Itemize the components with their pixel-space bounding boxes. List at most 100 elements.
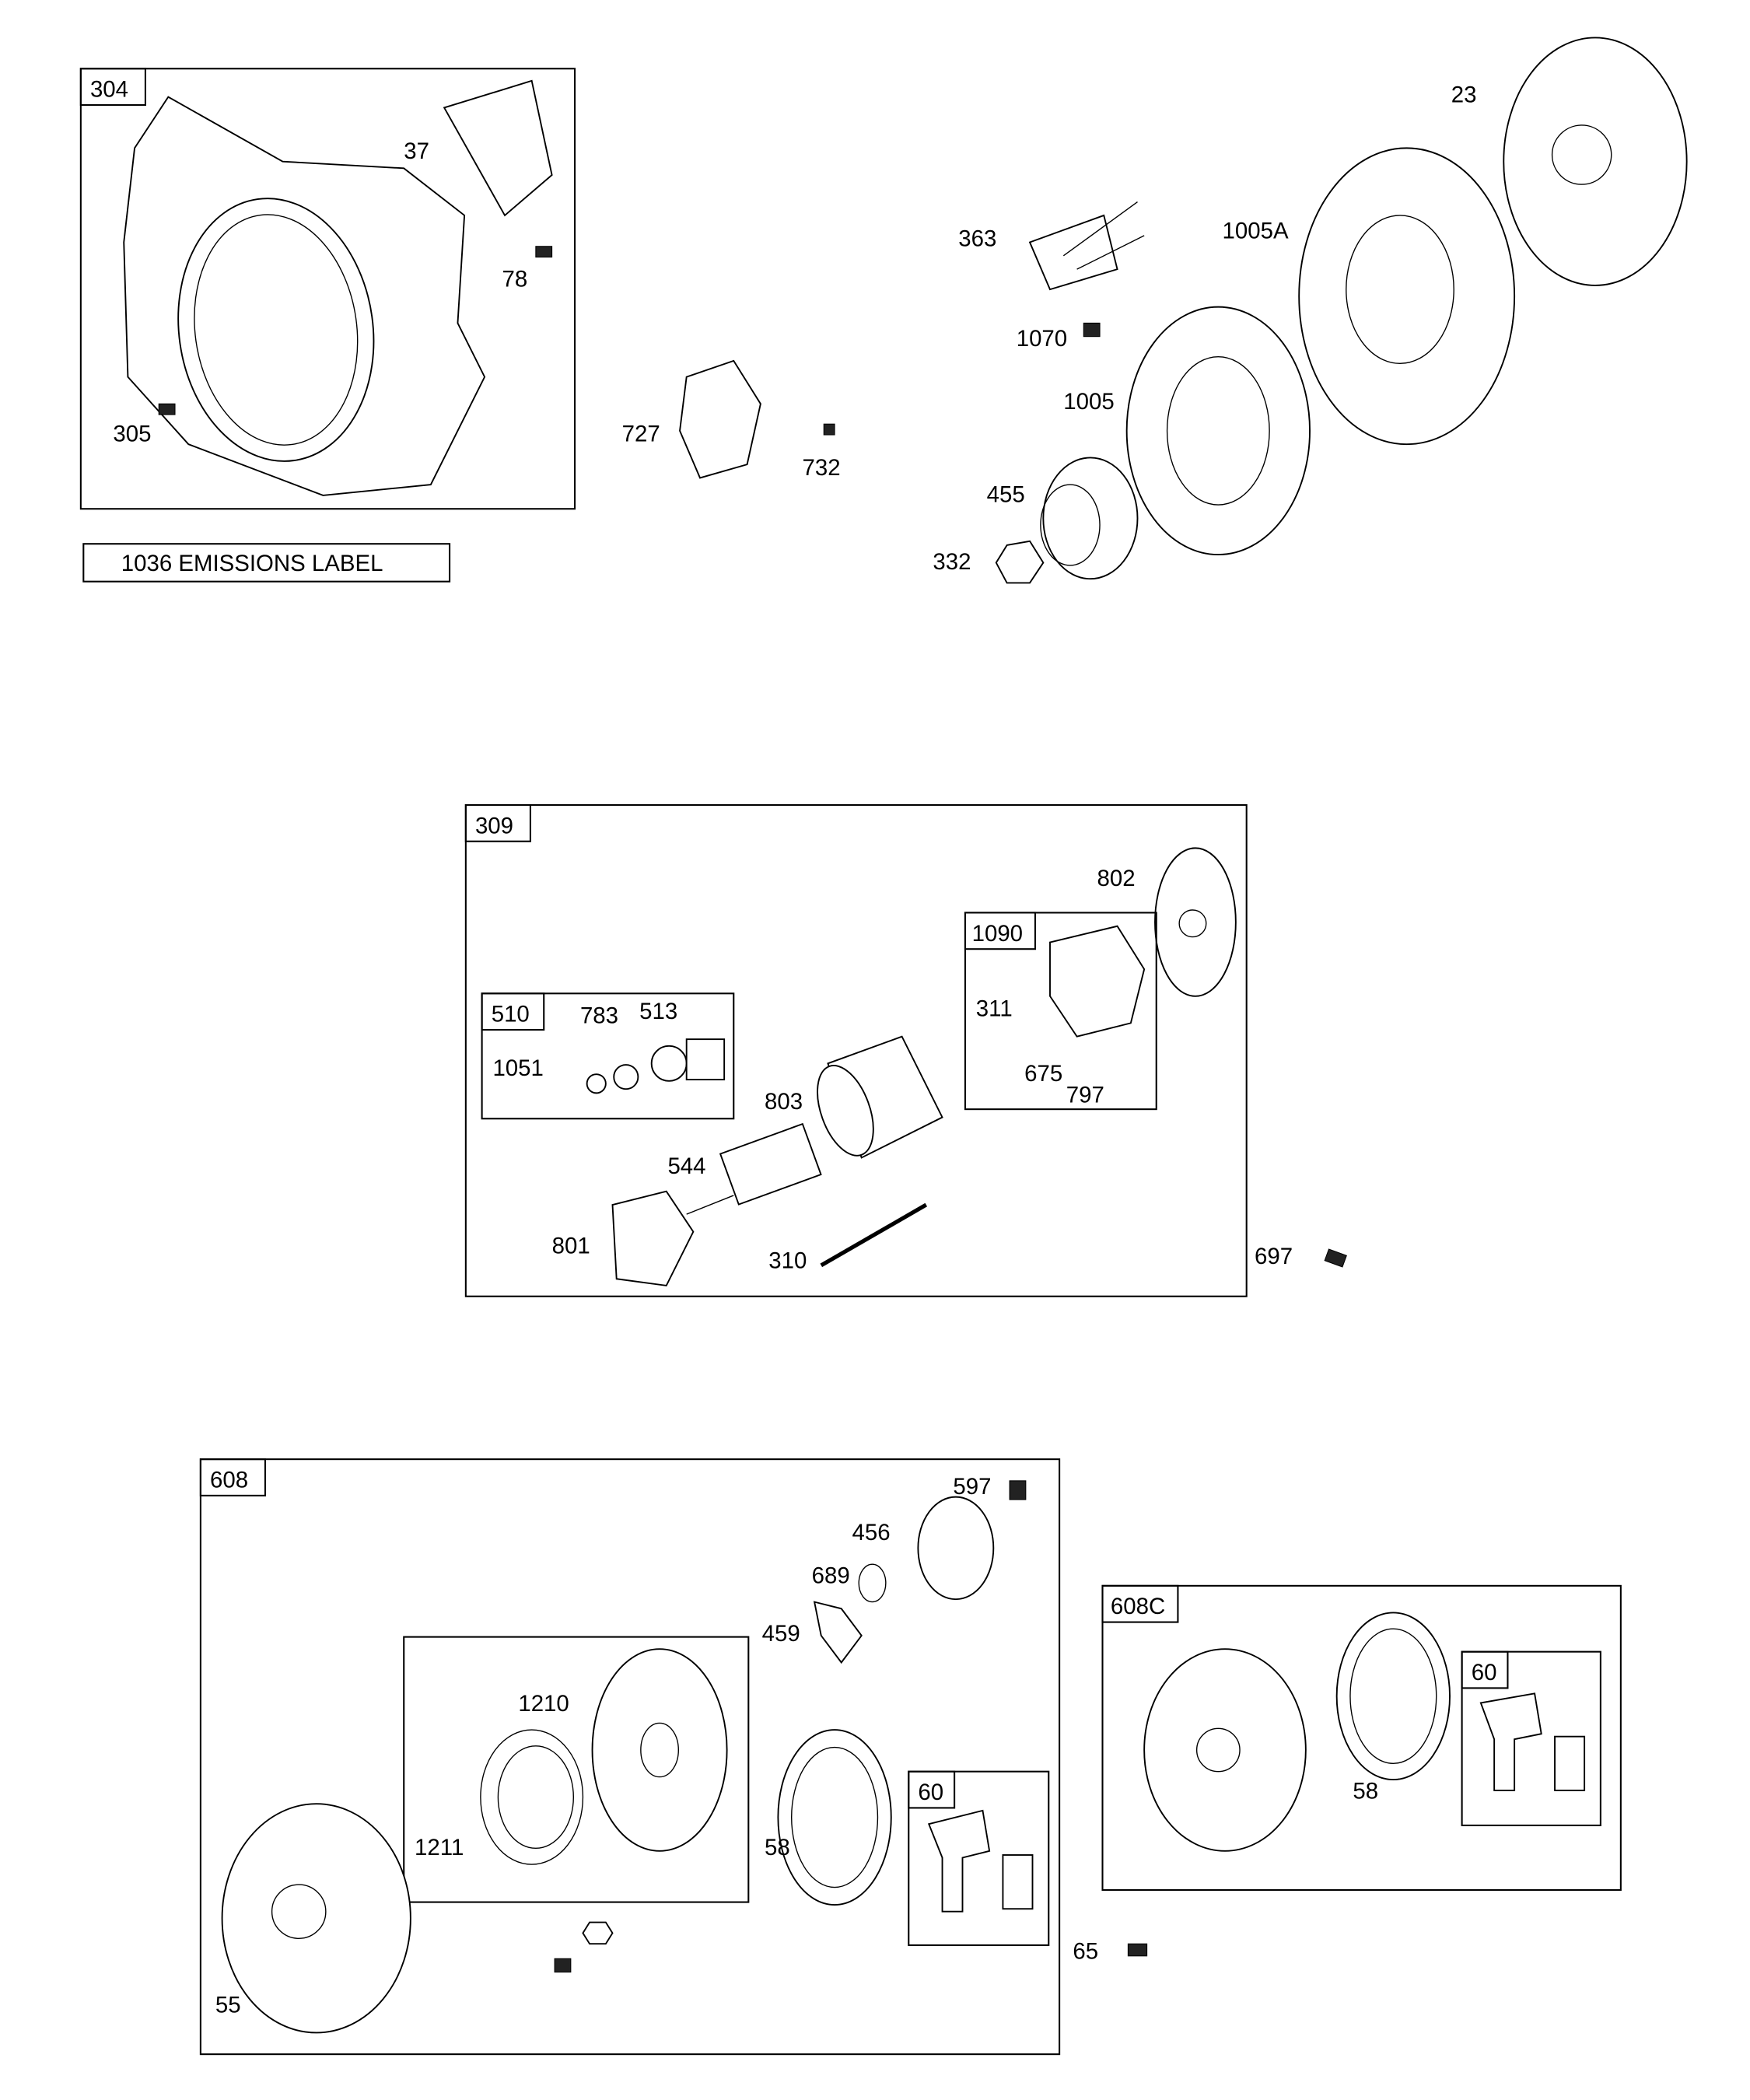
dog-459 bbox=[813, 1601, 863, 1664]
callout-310: 310 bbox=[768, 1248, 807, 1273]
starter-housing-608c bbox=[1143, 1648, 1307, 1852]
callout-675: 675 bbox=[1024, 1061, 1062, 1087]
group-608c-label: 608C bbox=[1111, 1594, 1165, 1619]
callout-1005: 1005 bbox=[1063, 389, 1114, 415]
starter-housing-55 bbox=[221, 1803, 411, 2034]
callout-58b: 58 bbox=[1353, 1778, 1378, 1804]
group-510-frame bbox=[481, 992, 735, 1120]
group-304-label: 304 bbox=[90, 77, 128, 103]
callout-456: 456 bbox=[852, 1520, 891, 1545]
group-608c-frame bbox=[1101, 1584, 1622, 1892]
starter-cup-455 bbox=[1042, 457, 1139, 580]
callout-58a: 58 bbox=[765, 1835, 790, 1860]
pinion-gear-783 bbox=[650, 1045, 688, 1082]
through-bolt-310 bbox=[820, 1202, 928, 1268]
callout-732: 732 bbox=[803, 455, 841, 481]
screw-697-icon bbox=[1324, 1248, 1347, 1268]
callout-1210: 1210 bbox=[518, 1691, 569, 1717]
nut-332 bbox=[995, 540, 1045, 584]
flywheel-plate-23 bbox=[1503, 37, 1688, 286]
callout-697: 697 bbox=[1255, 1244, 1293, 1269]
blower-opening bbox=[177, 198, 375, 462]
flywheel-1005 bbox=[1125, 306, 1311, 556]
handle-part-a bbox=[927, 1809, 991, 1913]
end-plate-801 bbox=[611, 1190, 695, 1286]
callout-459: 459 bbox=[762, 1621, 800, 1647]
callout-311: 311 bbox=[976, 996, 1013, 1022]
inner-box-frame bbox=[403, 1636, 750, 1903]
group-60-label-b: 60 bbox=[1472, 1660, 1497, 1685]
group-60-tag-b bbox=[1461, 1650, 1509, 1689]
group-510-tag bbox=[481, 992, 545, 1031]
callout-597: 597 bbox=[953, 1474, 991, 1500]
group-608c: 608C 58 60 bbox=[1101, 1584, 1622, 1892]
group-304-tag bbox=[79, 68, 146, 107]
armature-544 bbox=[719, 1122, 822, 1206]
callout-1211: 1211 bbox=[415, 1835, 464, 1860]
screw-78-icon bbox=[535, 246, 553, 258]
group-309-frame bbox=[464, 803, 1248, 1297]
group-608: 608 597 456 689 459 1210 1211 58 60 55 bbox=[199, 1458, 1061, 2056]
screw-597-icon bbox=[1009, 1480, 1027, 1500]
group-608-tag bbox=[199, 1458, 267, 1496]
handle-insert-b bbox=[1554, 1735, 1586, 1791]
callout-37: 37 bbox=[404, 138, 429, 164]
callout-803: 803 bbox=[765, 1089, 803, 1115]
bracket-363-part bbox=[1028, 214, 1118, 291]
brush-holder-311 bbox=[1049, 925, 1146, 1038]
callout-65: 65 bbox=[1073, 1938, 1098, 1964]
group-309-tag bbox=[464, 803, 531, 842]
emissions-label-box bbox=[82, 543, 451, 583]
callout-305: 305 bbox=[113, 422, 151, 447]
screw-305-icon bbox=[158, 403, 176, 415]
retainer-456 bbox=[917, 1496, 995, 1601]
cover-727-part bbox=[679, 359, 761, 479]
fan-1005a bbox=[1298, 147, 1516, 446]
callout-1070: 1070 bbox=[1017, 326, 1067, 352]
screw-65-icon bbox=[1127, 1943, 1148, 1957]
group-60-frame-a bbox=[908, 1770, 1050, 1947]
callout-802: 802 bbox=[1097, 866, 1136, 891]
screw-icon bbox=[554, 1958, 572, 1973]
emissions-label: 1036 EMISSIONS LABEL bbox=[121, 551, 383, 576]
rope-58-608c bbox=[1335, 1612, 1451, 1781]
rope-58 bbox=[777, 1729, 892, 1906]
handle-part-b bbox=[1479, 1692, 1542, 1791]
end-cap-802 bbox=[1154, 847, 1237, 997]
group-608c-tag bbox=[1101, 1584, 1179, 1623]
pulley-1210 bbox=[591, 1648, 728, 1852]
group-304: 304 37 78 305 bbox=[79, 68, 576, 510]
callout-332: 332 bbox=[933, 549, 971, 575]
group-1090-label: 1090 bbox=[972, 921, 1023, 947]
group-304-frame bbox=[79, 68, 576, 510]
callout-1051: 1051 bbox=[492, 1055, 543, 1081]
callout-513: 513 bbox=[639, 999, 677, 1024]
group-60-tag-a bbox=[908, 1770, 956, 1809]
callout-1005a: 1005A bbox=[1223, 218, 1289, 243]
callout-783: 783 bbox=[580, 1003, 618, 1028]
clip-689 bbox=[858, 1563, 887, 1603]
group-510-label: 510 bbox=[492, 1002, 530, 1027]
callout-23: 23 bbox=[1451, 82, 1477, 108]
callout-78: 78 bbox=[502, 267, 528, 292]
callout-689: 689 bbox=[812, 1563, 850, 1588]
callout-727: 727 bbox=[622, 422, 660, 447]
nut-icon bbox=[582, 1921, 614, 1945]
callout-55: 55 bbox=[215, 1992, 241, 2018]
pinion-513 bbox=[685, 1038, 726, 1081]
group-309: 309 802 1090 311 675 797 510 783 513 105… bbox=[464, 803, 1248, 1297]
callout-801: 801 bbox=[552, 1233, 590, 1258]
bolt-1070-icon bbox=[1083, 322, 1101, 338]
group-60-label-a: 60 bbox=[918, 1780, 943, 1805]
group-309-label: 309 bbox=[475, 813, 513, 838]
baffle-part bbox=[443, 79, 553, 217]
group-1090-frame bbox=[964, 912, 1157, 1111]
callout-363: 363 bbox=[958, 226, 996, 252]
callout-797: 797 bbox=[1066, 1082, 1104, 1108]
spring-1211 bbox=[480, 1729, 584, 1865]
group-608-frame bbox=[199, 1458, 1061, 2056]
group-608-label: 608 bbox=[210, 1467, 248, 1493]
screw-732-icon bbox=[823, 423, 835, 436]
callout-455: 455 bbox=[987, 482, 1025, 508]
